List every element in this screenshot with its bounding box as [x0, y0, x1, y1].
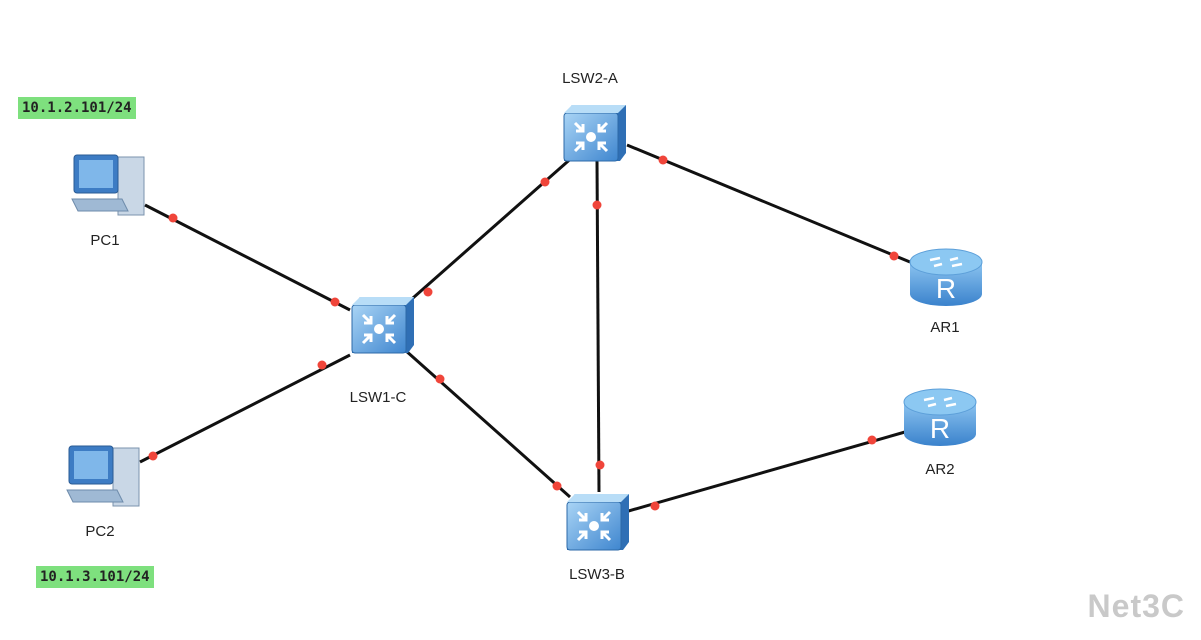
link-lsw2-lsw3: [595, 159, 601, 493]
link-pc2-lsw1: [139, 353, 351, 464]
lsw1-switch-icon: [350, 295, 416, 355]
lsw3-label[interactable]: LSW3-B: [569, 566, 625, 583]
link-lsw1-lsw3: [404, 348, 571, 499]
ar1-label[interactable]: AR1: [930, 319, 960, 336]
link-lsw3-ar2: [624, 430, 906, 514]
pc2-ip-label: 10.1.3.101/24: [36, 566, 154, 588]
watermark: Net3C: [1087, 588, 1185, 624]
lsw2-switch-icon: [562, 103, 628, 163]
ar2-label[interactable]: AR2: [925, 461, 955, 478]
links: [139, 143, 911, 514]
link-lsw2-ar1: [626, 143, 911, 264]
port-dots: [148, 155, 899, 511]
pc2-icon: [66, 445, 140, 507]
link-lsw1-lsw2: [404, 153, 576, 307]
pc1-icon: [71, 154, 145, 216]
lsw2-label[interactable]: LSW2-A: [562, 70, 618, 87]
lsw1-label[interactable]: LSW1-C: [349, 389, 407, 406]
link-pc1-lsw1: [144, 203, 351, 312]
pc2-label[interactable]: PC2: [85, 523, 115, 540]
pc1-ip-label: 10.1.2.101/24: [18, 97, 136, 119]
ar2-router-icon: [902, 387, 978, 448]
ar1-router-icon: [908, 247, 984, 308]
lsw3-switch-icon: [565, 492, 631, 552]
pc1-label[interactable]: PC1: [90, 232, 120, 249]
